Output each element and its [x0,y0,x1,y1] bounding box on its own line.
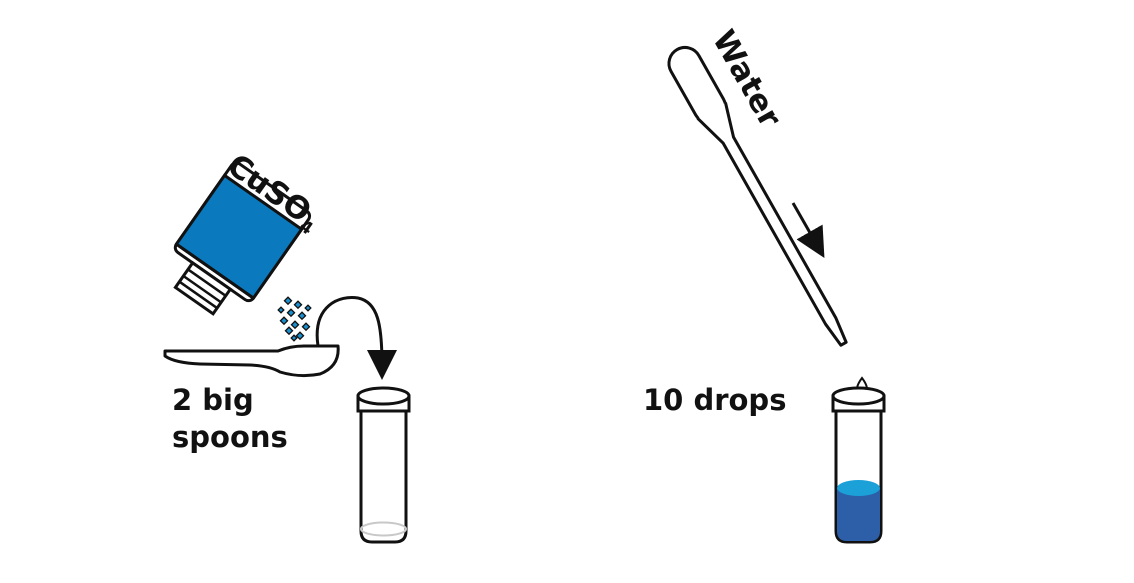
flow-arrow [791,202,825,259]
amount-label-left: 2 big spoons [172,383,288,454]
cuso4-bottle [173,161,312,316]
filled-test-tube [831,386,886,544]
tube-cap-top [356,386,411,406]
right-step: Water 10 drops [643,24,886,544]
pipette-stem [696,102,848,347]
falling-crystals [277,296,312,342]
pipette [667,45,848,347]
amount-line-2: spoons [172,420,288,454]
tube-bottom-ring [360,521,407,537]
solution-surface [837,480,880,496]
amount-label-right: 10 drops [643,383,786,417]
transfer-arrow [315,296,397,380]
left-step: CuSO4 2 big [163,147,411,544]
blue-solution [837,488,880,541]
amount-line-1: 2 big [172,383,254,417]
empty-test-tube [356,386,411,544]
measuring-spoon [163,344,340,378]
tube-cap-top [831,386,886,406]
